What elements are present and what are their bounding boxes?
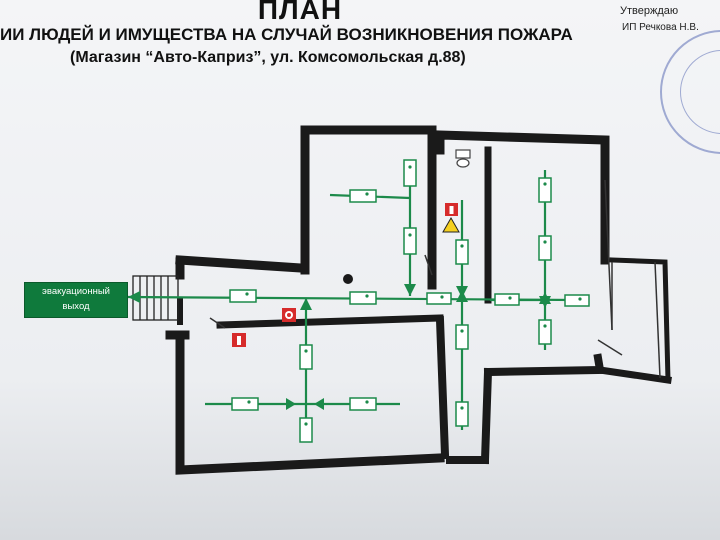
arrow-exit (128, 291, 140, 303)
column-icon (343, 274, 353, 284)
route-arrows (128, 284, 551, 410)
electrical-hazard-icon (442, 216, 460, 233)
arrow-right (286, 398, 296, 410)
arrow-left (314, 398, 324, 410)
interior-lines (209, 179, 661, 379)
running-man-sign-icon-group (229, 159, 590, 443)
plan-subtitle-line2: (Магазин “Авто-Каприз”, ул. Комсомольска… (70, 49, 466, 66)
plan-subtitle-line1: ИИ ЛЮДЕЙ И ИМУЩЕСТВА НА СЛУЧАЙ ВОЗНИКНОВ… (0, 25, 573, 44)
fire-extinguisher-icon (232, 333, 246, 347)
arrow-down-2 (456, 286, 468, 298)
exit-sign-label: эвакуационный выход (42, 286, 110, 312)
toilet-icon (455, 149, 471, 168)
approval-label: Утверждаю (620, 5, 679, 17)
fire-alarm-icon (282, 308, 296, 322)
plan-title: ПЛАН (257, 0, 343, 25)
approval-person: ИП Речкова Н.В. (622, 22, 699, 33)
building-walls (165, 125, 672, 475)
arrow-up (300, 298, 312, 310)
arrow-down-3 (539, 296, 551, 308)
fire-extinguisher-icon-2 (445, 203, 458, 216)
arrow-down (404, 284, 416, 296)
running-man-figures (245, 165, 582, 426)
evacuation-exit-sign: эвакуационный выход (24, 282, 128, 318)
